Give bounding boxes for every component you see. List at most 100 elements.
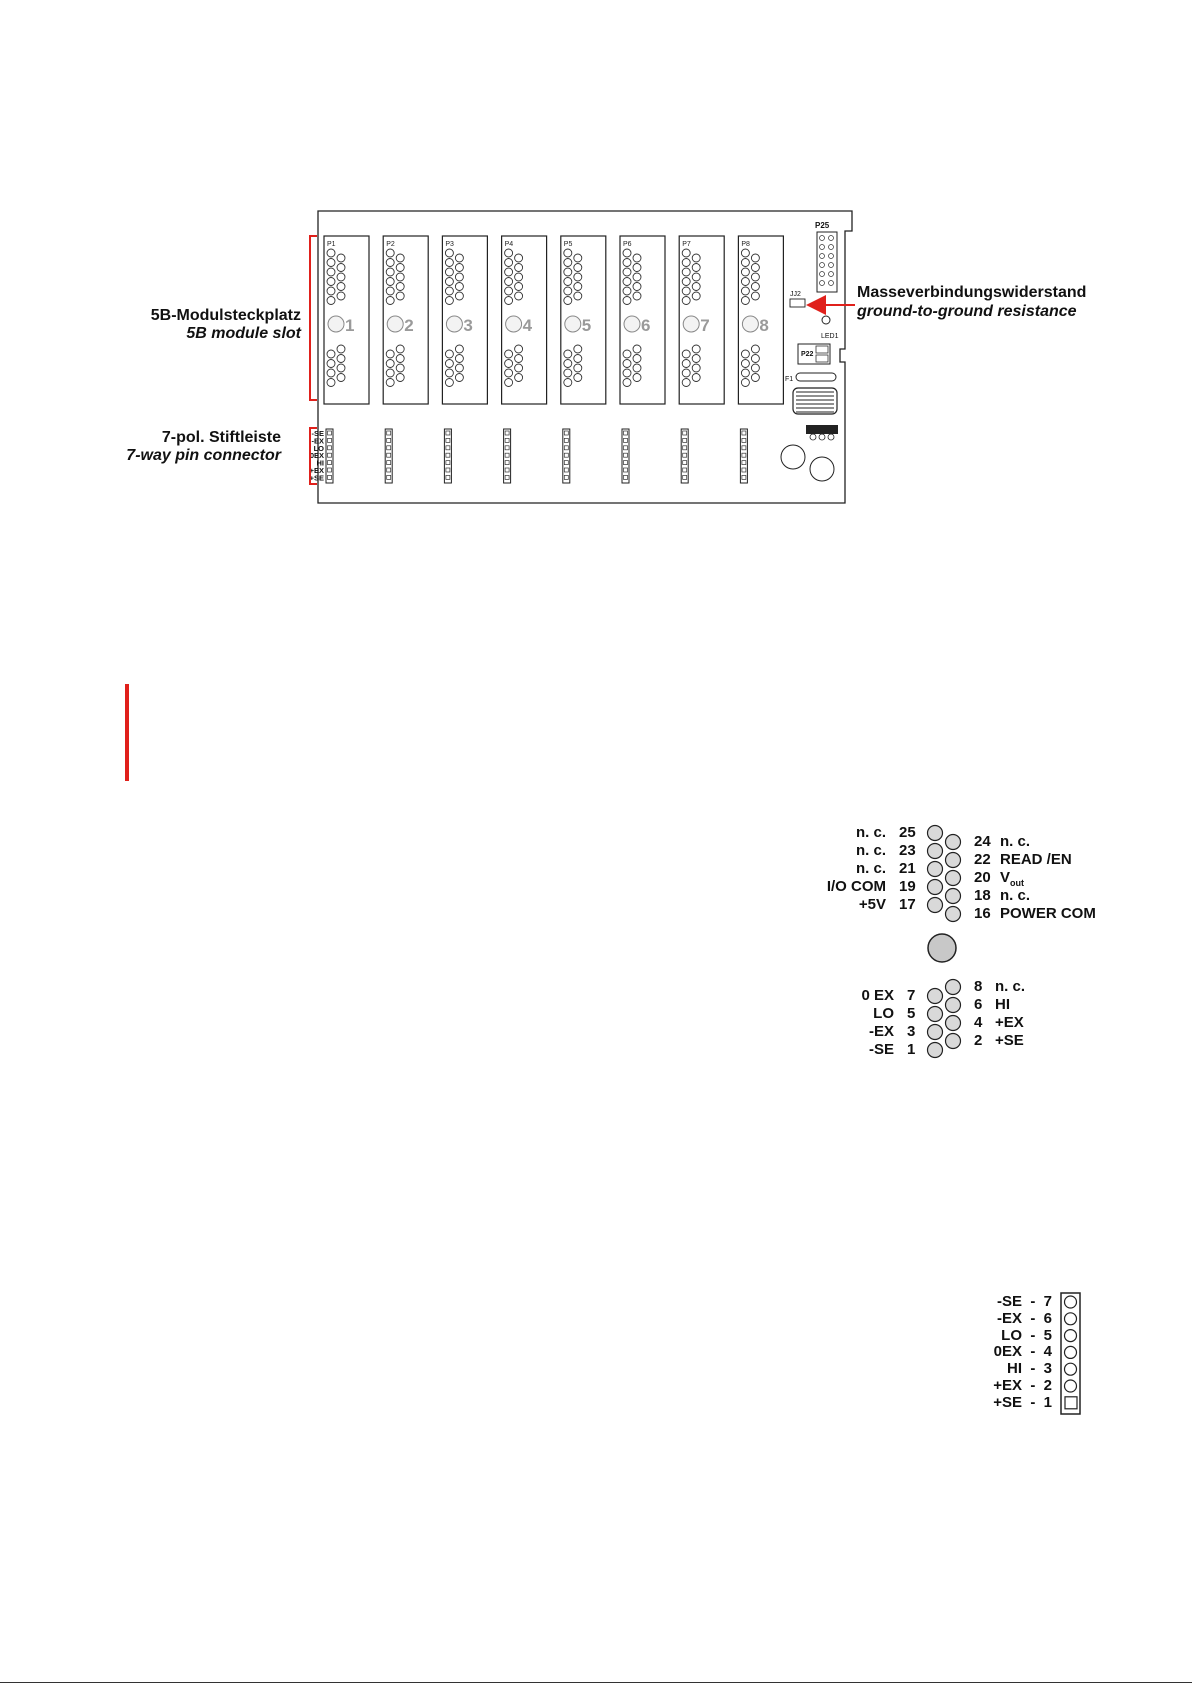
pin-number: 21 — [899, 860, 916, 877]
header-pin — [1063, 1379, 1078, 1393]
slot-pin — [395, 363, 405, 373]
slot-pin — [573, 272, 583, 282]
slot-pin — [336, 272, 346, 282]
slot-pin — [563, 349, 573, 359]
pin-header-pin — [327, 475, 332, 480]
pin-number: 24 — [974, 833, 991, 850]
slot-pin — [395, 373, 405, 382]
slot-pin — [691, 253, 701, 263]
slot-pin — [750, 373, 760, 382]
p25-pin — [828, 244, 834, 250]
pin-header-pin — [445, 475, 451, 480]
slot-id-label: P6 — [623, 241, 632, 248]
slot-id-label: P7 — [682, 241, 691, 248]
pin-number: 16 — [974, 905, 991, 922]
pin-header — [621, 428, 630, 484]
module-pin — [926, 1023, 944, 1041]
module-slot: P22 — [382, 235, 429, 405]
pin-header-pin — [741, 445, 747, 451]
pin-number: 17 — [899, 896, 916, 913]
slot-pin — [326, 267, 336, 277]
pin-header-pin — [623, 438, 628, 443]
slot-pin — [444, 267, 454, 277]
slot-pin — [740, 286, 750, 296]
p25-pin — [819, 280, 825, 286]
pin-header-pin — [504, 460, 510, 465]
slot-pin — [444, 296, 454, 305]
slot-pin — [336, 344, 346, 354]
slot-pin — [691, 291, 701, 301]
slot-number-label: 4 — [523, 316, 533, 335]
slot-pin — [622, 378, 632, 387]
header-pin — [1063, 1295, 1078, 1309]
slot-pin — [573, 354, 583, 363]
slot-pin — [395, 344, 405, 354]
slot-pin — [454, 363, 464, 373]
header-pin-tiny-label: -EX — [311, 436, 324, 445]
slot-pin — [395, 263, 405, 272]
pin-header — [384, 428, 393, 484]
pin-header-pin — [682, 460, 688, 465]
led1: LED1 — [821, 315, 839, 340]
slot-pin — [750, 272, 760, 282]
slot-pin — [514, 253, 524, 263]
pin-number: 6 — [974, 996, 983, 1013]
slot-pin — [326, 286, 336, 296]
slot-pin — [326, 349, 336, 359]
slot-pin — [504, 378, 514, 387]
p25-pin — [828, 235, 834, 241]
pin-header-pin — [682, 445, 688, 451]
slot-pin — [563, 286, 573, 296]
ground-res-label-de: Masseverbindungswiderstand — [857, 284, 1087, 301]
module-pin — [944, 1032, 962, 1050]
module-pin — [944, 851, 962, 869]
pin-header-pin — [623, 430, 628, 436]
module-pin — [926, 1005, 944, 1023]
slot-pin — [740, 378, 750, 387]
slot-pin — [514, 363, 524, 373]
slot-pin — [632, 344, 642, 354]
slot-pin — [336, 354, 346, 363]
module-pin — [944, 905, 962, 923]
pin-header-pin — [386, 430, 392, 436]
slot-pin — [336, 282, 346, 291]
header-pin-tiny-label: HI — [317, 459, 325, 468]
slot-pin — [514, 291, 524, 301]
slot-pin — [444, 248, 454, 258]
slot-pin — [504, 359, 514, 368]
p22-pin — [815, 354, 829, 363]
slot-pin — [681, 296, 691, 305]
pin-header-pin — [445, 467, 451, 473]
pin-number: 25 — [899, 824, 916, 841]
slot-pin — [681, 368, 691, 378]
slot-pin — [750, 253, 760, 263]
slot-pin — [691, 272, 701, 282]
pin-header-pin — [682, 467, 688, 473]
slot-pin — [563, 378, 573, 387]
module-slot: P77 — [678, 235, 725, 405]
slot-id-label: P1 — [327, 241, 336, 248]
slot-pin — [750, 354, 760, 363]
slot-pin — [385, 258, 395, 267]
module-pin — [944, 996, 962, 1014]
slot-pin — [454, 344, 464, 354]
header-pin-tiny-label: LO — [314, 444, 325, 453]
pin-header-pin — [623, 452, 628, 458]
pin-number: 4 — [974, 1014, 983, 1031]
slot-pin — [573, 253, 583, 263]
pin-connector-label-en: 7-way pin connector — [126, 447, 281, 464]
pin-number: 5 — [907, 1005, 916, 1022]
slot-pin — [514, 344, 524, 354]
slot-pin — [444, 286, 454, 296]
p25-pin — [819, 235, 825, 241]
slot-pin — [681, 286, 691, 296]
module-slot: P44 — [501, 235, 548, 405]
slot-number-label: 6 — [641, 316, 650, 335]
slot-pin — [395, 291, 405, 301]
pin-number: 2 — [974, 1032, 983, 1049]
pin-name: -SE — [868, 1041, 894, 1058]
pin-header-pin — [741, 475, 747, 480]
slot-pin — [563, 277, 573, 286]
p25-pin — [819, 253, 825, 259]
slot-pin — [444, 277, 454, 286]
